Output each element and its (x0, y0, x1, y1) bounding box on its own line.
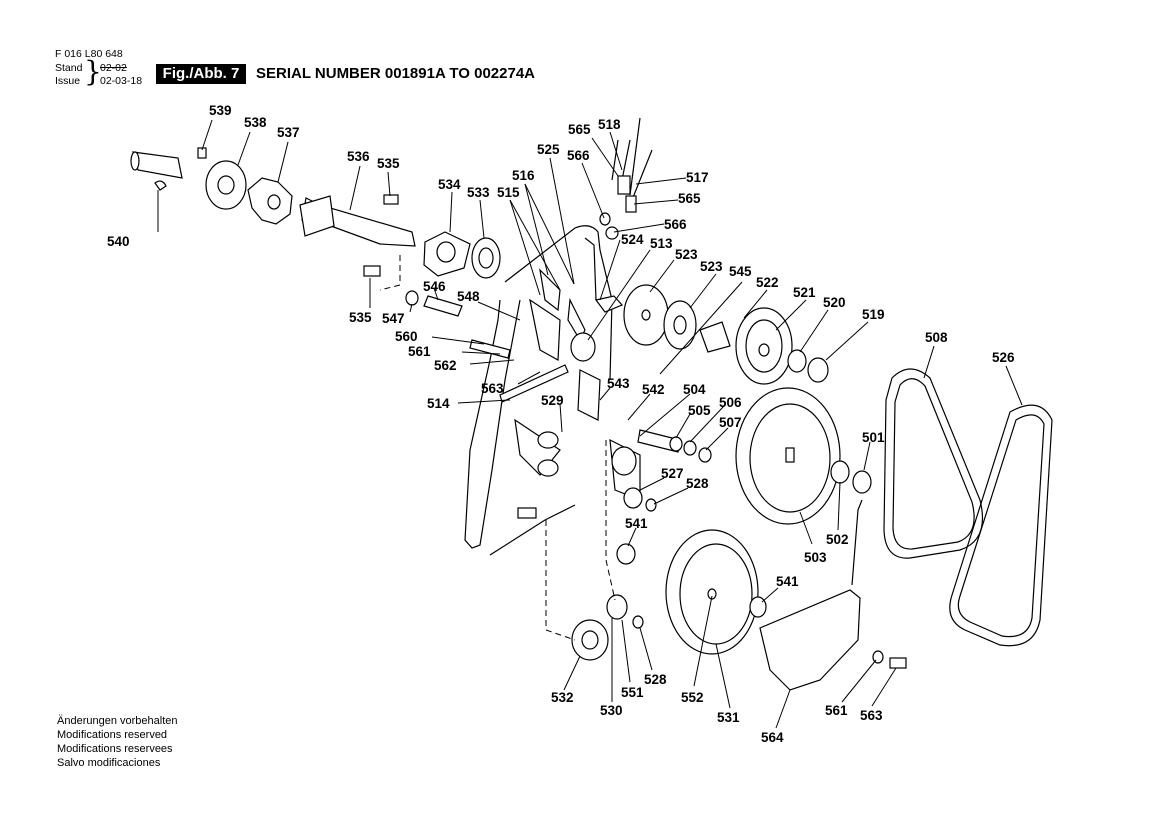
brace-glyph: } (84, 55, 102, 88)
callout-561-upper: 561 (408, 344, 431, 359)
callout-537: 537 (277, 125, 300, 140)
issue-label: Issue (55, 75, 81, 87)
issue-date: 02-03-18 (100, 75, 143, 87)
upper-pulley-stack (623, 284, 829, 385)
disclaimer-notes: Änderungen vorbehalten Modifications res… (57, 714, 177, 770)
large-pulley (735, 387, 872, 525)
callout-521: 521 (793, 285, 816, 300)
shaft-assembly (130, 147, 501, 317)
callout-labels: 539 538 537 536 535 534 533 540 515 516 … (107, 103, 1015, 745)
callout-514: 514 (427, 396, 450, 411)
callout-560: 560 (395, 329, 418, 344)
callout-533: 533 (467, 185, 490, 200)
callout-530: 530 (600, 703, 623, 718)
drive-belts (883, 368, 1053, 647)
callout-545: 545 (729, 264, 752, 279)
callout-542: 542 (642, 382, 665, 397)
serial-number-title: SERIAL NUMBER 001891A TO 002274A (256, 65, 536, 82)
callout-524: 524 (621, 232, 644, 247)
callout-502: 502 (826, 532, 849, 547)
callout-535-lower: 535 (349, 310, 372, 325)
callout-562: 562 (434, 358, 457, 373)
callout-539: 539 (209, 103, 232, 118)
document-number: F 016 L80 648 (55, 48, 123, 60)
callout-519: 519 (862, 307, 885, 322)
callout-561-lower: 561 (825, 703, 848, 718)
callout-565-upper: 565 (568, 122, 591, 137)
callout-538: 538 (244, 115, 267, 130)
callout-528-lower: 528 (644, 672, 667, 687)
callout-541-lower: 541 (776, 574, 799, 589)
callout-506: 506 (719, 395, 742, 410)
callout-563-upper: 563 (481, 381, 504, 396)
callout-523-a: 523 (675, 247, 698, 262)
callout-540: 540 (107, 234, 130, 249)
callout-564: 564 (761, 730, 784, 745)
callout-513: 513 (650, 236, 673, 251)
callout-526: 526 (992, 350, 1015, 365)
lower-pulley (571, 529, 767, 661)
callout-505: 505 (688, 403, 711, 418)
callout-566-lower: 566 (664, 217, 687, 232)
callout-563-lower: 563 (860, 708, 883, 723)
callout-548: 548 (457, 289, 480, 304)
stand-label: Stand (55, 62, 83, 74)
figure-label: Fig./Abb. 7 (156, 64, 246, 84)
callout-552: 552 (681, 690, 704, 705)
callout-551: 551 (621, 685, 644, 700)
note-german: Änderungen vorbehalten (57, 715, 178, 727)
stand-date-old: 02-02 (100, 62, 127, 74)
callout-566-upper: 566 (567, 148, 590, 163)
callout-515: 515 (497, 185, 520, 200)
callout-535-upper: 535 (377, 156, 400, 171)
callout-leaders (157, 119, 1023, 729)
callout-523-b: 523 (700, 259, 723, 274)
callout-527: 527 (661, 466, 684, 481)
callout-531: 531 (717, 710, 740, 725)
callout-518: 518 (598, 117, 621, 132)
assembly-guide-lines (379, 255, 616, 641)
callout-520: 520 (823, 295, 846, 310)
callout-565-lower: 565 (678, 191, 701, 206)
callout-522: 522 (756, 275, 779, 290)
callout-529: 529 (541, 393, 564, 408)
callout-516: 516 (512, 168, 535, 183)
callout-517: 517 (686, 170, 709, 185)
belt-cover (759, 499, 907, 691)
callout-501: 501 (862, 430, 885, 445)
callout-547: 547 (382, 311, 405, 326)
control-cable (599, 117, 653, 240)
callout-528-upper: 528 (686, 476, 709, 491)
note-french: Modifications reservees (57, 743, 173, 755)
callout-504: 504 (683, 382, 706, 397)
callout-503: 503 (804, 550, 827, 565)
callout-532: 532 (551, 690, 574, 705)
callout-541-upper: 541 (625, 516, 648, 531)
callout-508: 508 (925, 330, 948, 345)
callout-536: 536 (347, 149, 370, 164)
tensioner-assembly (469, 268, 712, 565)
callout-543: 543 (607, 376, 630, 391)
housing-frame (464, 225, 613, 556)
callout-534: 534 (438, 177, 461, 192)
callout-507: 507 (719, 415, 742, 430)
callout-546: 546 (423, 279, 446, 294)
note-english: Modifications reserved (57, 729, 168, 741)
callout-525: 525 (537, 142, 560, 157)
note-spanish: Salvo modificaciones (57, 757, 161, 769)
